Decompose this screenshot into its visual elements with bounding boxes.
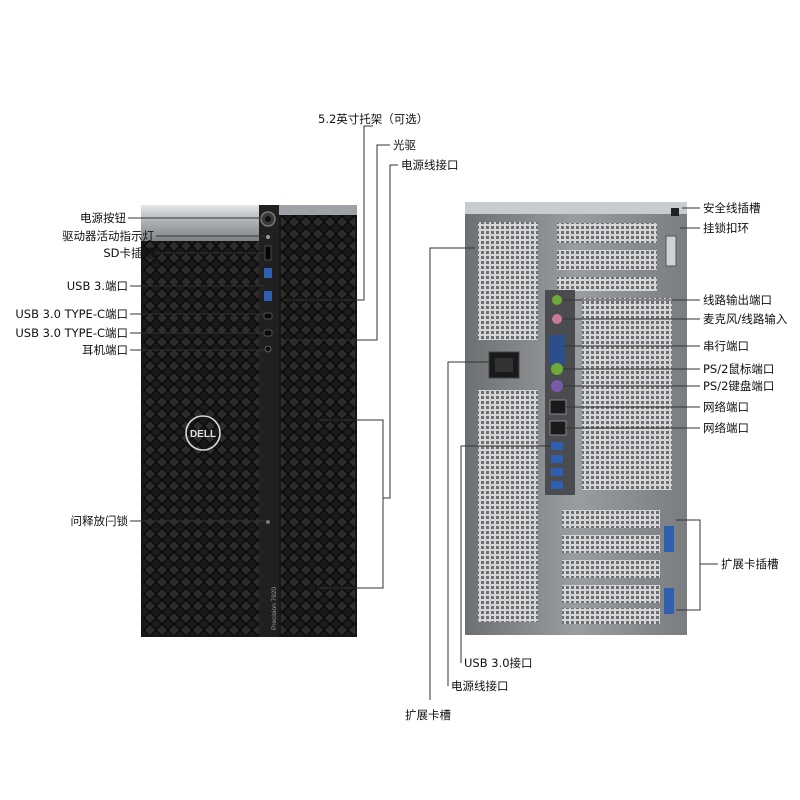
label-mic-line-in: 麦克风/线路输入 bbox=[703, 312, 788, 326]
label-rear-expansion-slot: 扩展卡槽 bbox=[405, 708, 451, 722]
label-ps2-keyboard: PS/2键盘端口 bbox=[703, 379, 775, 393]
leader-lines bbox=[128, 125, 718, 700]
label-optical: 光驱 bbox=[393, 138, 416, 152]
front-chassis: DELL Precision 7920 bbox=[141, 205, 357, 637]
label-ps2-mouse: PS/2鼠标端口 bbox=[703, 362, 775, 376]
label-usb3: USB 3.端口 bbox=[66, 279, 128, 293]
label-bay: 5.2英寸托架（可选） bbox=[318, 112, 429, 126]
label-network-2: 网络端口 bbox=[703, 421, 749, 435]
label-front-power-connector: 电源线接口 bbox=[401, 158, 459, 172]
dell-logo-text: DELL bbox=[190, 429, 216, 440]
model-text: Precision 7920 bbox=[271, 587, 278, 630]
label-network-1: 网络端口 bbox=[703, 400, 749, 414]
label-usbc-2: USB 3.0 TYPE-C端口 bbox=[15, 326, 128, 340]
label-expansion-slot: 扩展卡插槽 bbox=[721, 557, 779, 571]
label-serial: 串行端口 bbox=[703, 339, 749, 353]
label-release-latch: 问释放闩锁 bbox=[70, 514, 129, 528]
rear-chassis bbox=[465, 202, 687, 635]
label-security-slot: 安全线插槽 bbox=[703, 201, 761, 215]
label-rear-usb3: USB 3.0接口 bbox=[464, 656, 533, 670]
label-rear-power-connector: 电源线接口 bbox=[451, 679, 509, 693]
label-headphone: 耳机端口 bbox=[82, 343, 128, 357]
label-usbc-1: USB 3.0 TYPE-C端口 bbox=[15, 307, 128, 321]
label-sd-slot: SD卡插槽 bbox=[103, 246, 154, 260]
label-padlock-ring: 挂锁扣环 bbox=[703, 221, 749, 235]
label-power-button: 电源按钮 bbox=[80, 211, 126, 225]
label-line-out: 线路输出端口 bbox=[703, 293, 772, 307]
label-drive-activity: 驱动器活动指示灯 bbox=[62, 229, 154, 243]
